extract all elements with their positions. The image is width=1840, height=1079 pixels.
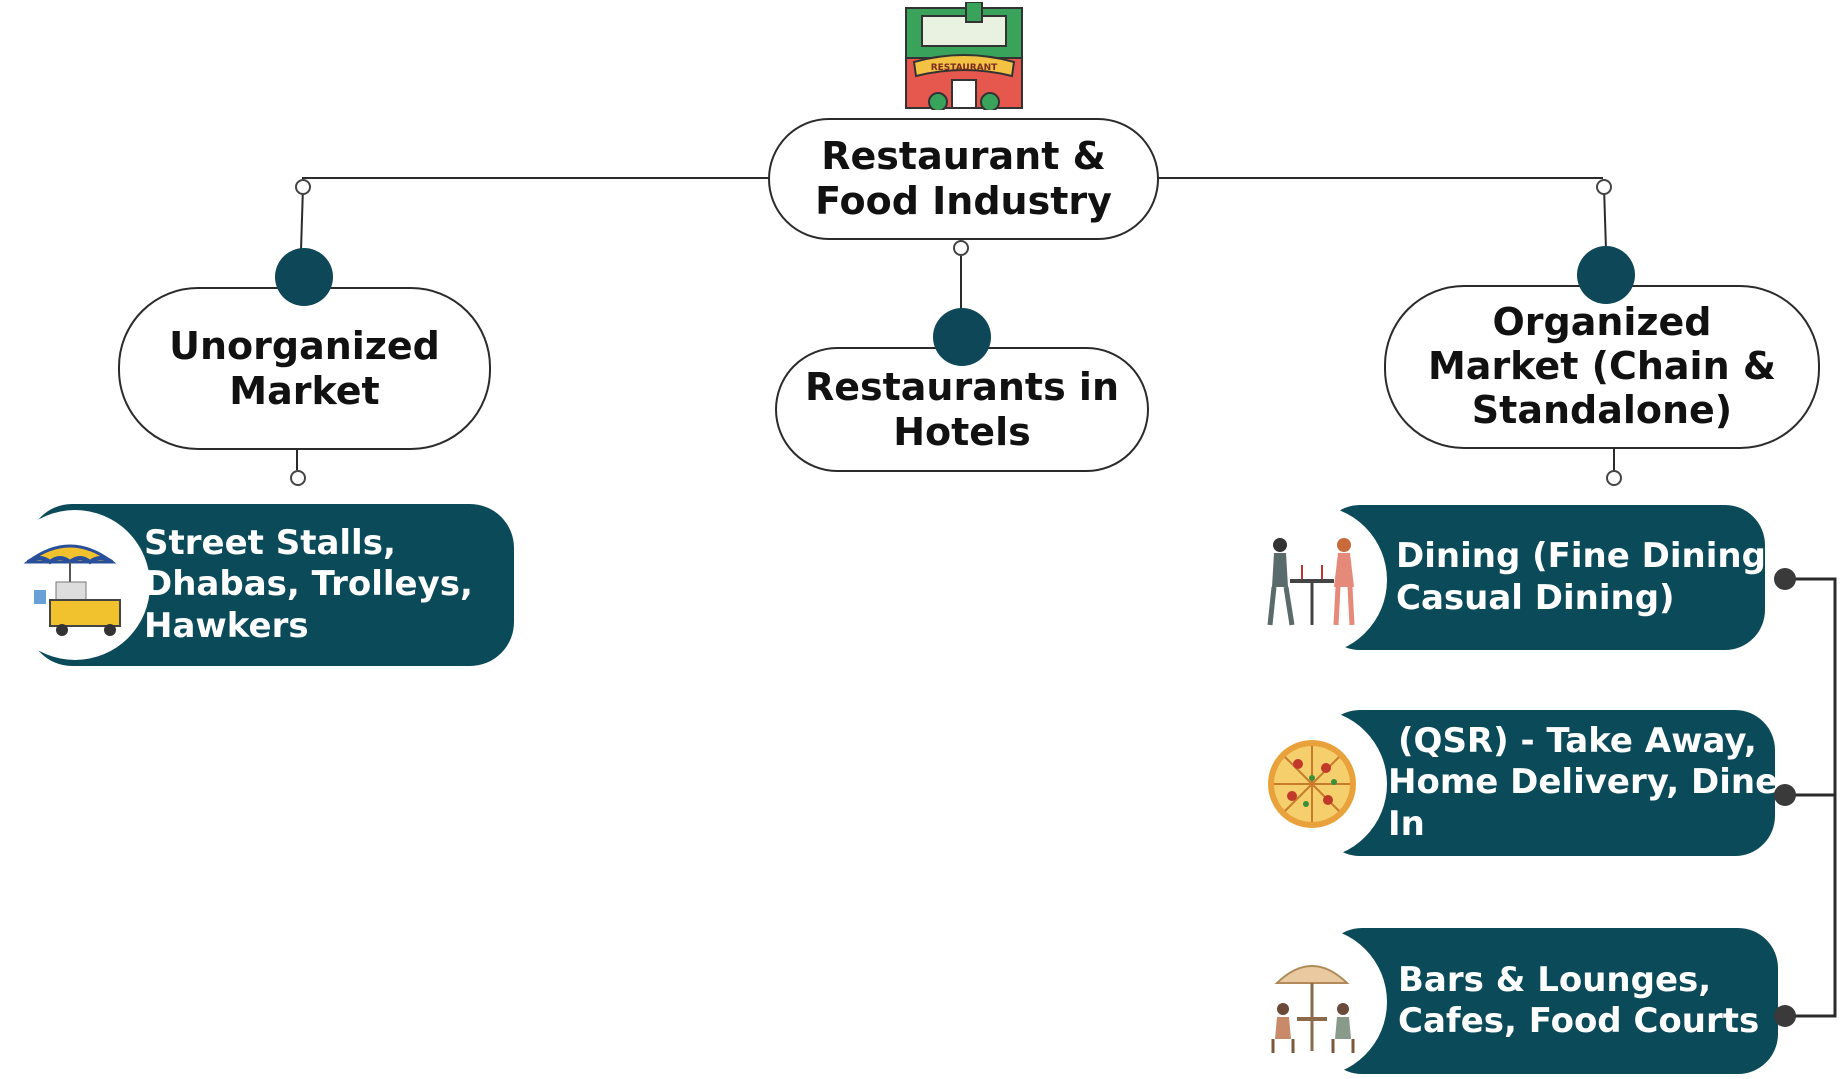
unorganized-dot — [275, 248, 333, 306]
hotels-line-2: Hotels — [893, 409, 1031, 454]
street-line-2: Dhabas, Trolleys, — [144, 564, 473, 605]
hotels-line-1: Restaurants in — [804, 364, 1120, 409]
svg-text:RESTAURANT: RESTAURANT — [931, 63, 998, 73]
organized-line-1: Organized — [1492, 300, 1712, 345]
restaurant-building-icon: RESTAURANT — [905, 2, 1023, 110]
organized-line-3: Standalone) — [1471, 387, 1733, 432]
right-drop-line — [1603, 186, 1607, 251]
dining-line-2: Casual Dining) — [1396, 577, 1675, 618]
dining-line-1: Dining (Fine Dining, — [1396, 536, 1779, 577]
qsr-connector-dot — [1774, 784, 1796, 806]
street-line-1: Street Stalls, — [144, 522, 396, 563]
street-line-3: Hawkers — [144, 605, 309, 646]
root-line-2: Food Industry — [815, 179, 1112, 223]
organized-bottom-connector — [1606, 470, 1622, 486]
organized-line-2: Market (Chain & — [1427, 344, 1776, 389]
dining-badge — [1237, 505, 1387, 655]
dining-couple-icon — [1267, 538, 1355, 626]
unorganized-market-node: Unorganized Market — [118, 287, 491, 450]
bars-line-2: Cafes, Food Courts — [1398, 1001, 1760, 1041]
street-badge — [0, 510, 150, 660]
dining-card: Dining (Fine Dining, Casual Dining) — [1320, 505, 1779, 650]
bars-line-1: Bars & Lounges, — [1398, 959, 1712, 1000]
hotels-dot — [933, 308, 991, 366]
pizza-icon — [1268, 740, 1356, 828]
unorganized-bottom-connector — [290, 470, 306, 486]
root-left-connector — [295, 179, 311, 195]
root-line-1: Restaurant & — [821, 134, 1106, 179]
root-right-connector — [1596, 179, 1612, 195]
cafe-umbrella-icon — [1271, 965, 1355, 1053]
qsr-line-2: Home Delivery, Dine — [1388, 762, 1779, 803]
street-stall-icon — [23, 544, 121, 636]
root-bottom-connector — [953, 240, 969, 256]
bars-card: Bars & Lounges, Cafes, Food Courts — [1322, 928, 1778, 1074]
unorganized-line-2: Market — [229, 368, 380, 413]
root-node: Restaurant & Food Industry — [768, 118, 1159, 240]
qsr-line-1: (QSR) - Take Away, — [1398, 720, 1757, 761]
left-drop-line — [300, 186, 304, 251]
qsr-card: (QSR) - Take Away, Home Delivery, Dine I… — [1320, 710, 1779, 856]
qsr-line-3: In — [1388, 803, 1425, 844]
hotels-node: Restaurants in Hotels — [775, 347, 1149, 472]
organized-dot — [1577, 246, 1635, 304]
bars-connector-dot — [1774, 1005, 1796, 1027]
bars-badge — [1237, 927, 1387, 1077]
qsr-badge — [1237, 709, 1387, 859]
dining-connector-dot — [1774, 568, 1796, 590]
unorganized-line-1: Unorganized — [169, 323, 440, 368]
organized-market-node: Organized Market (Chain & Standalone) — [1384, 285, 1820, 449]
